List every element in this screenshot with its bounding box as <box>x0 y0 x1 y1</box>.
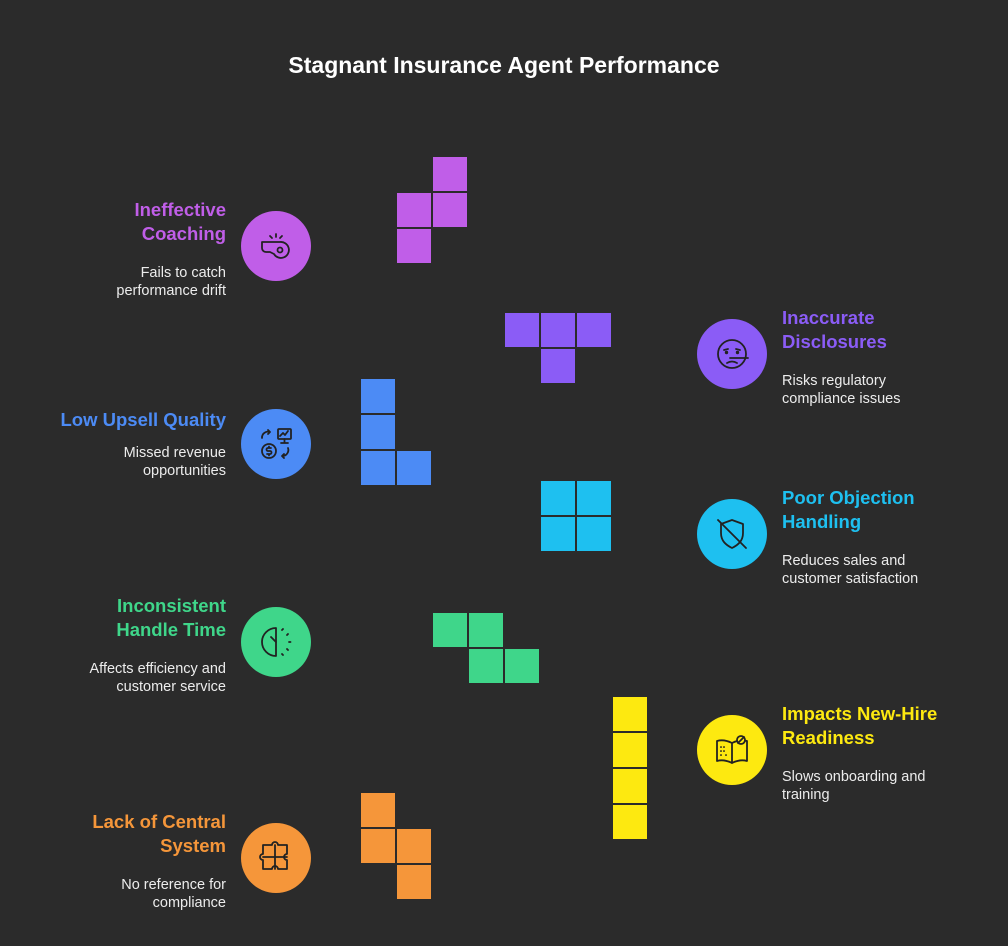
block <box>361 379 395 413</box>
block <box>433 157 467 191</box>
item-heading: Lack of Central System <box>92 811 226 856</box>
block <box>361 793 395 827</box>
block <box>433 193 467 227</box>
block <box>505 313 539 347</box>
block <box>469 649 503 683</box>
block <box>613 697 647 731</box>
objection-circle <box>697 499 767 569</box>
item-heading: Impacts New-Hire Readiness <box>782 703 938 748</box>
item-heading: Inconsistent Handle Time <box>116 595 226 640</box>
revenue-exchange-icon <box>261 428 292 459</box>
block <box>577 481 611 515</box>
block <box>613 769 647 803</box>
puzzle-icon <box>259 841 288 870</box>
block <box>613 805 647 839</box>
block <box>361 415 395 449</box>
shield-off-icon <box>717 519 747 549</box>
page-title: Stagnant Insurance Agent Performance <box>288 52 720 78</box>
item-description: Fails to catch performance drift <box>116 265 226 299</box>
block <box>361 451 395 485</box>
handle-time-circle <box>241 607 311 677</box>
upsell-circle <box>241 409 311 479</box>
item-description: Reduces sales and customer satisfaction <box>782 553 919 587</box>
block <box>433 613 467 647</box>
block <box>577 517 611 551</box>
block <box>361 829 395 863</box>
item-description: Slows onboarding and training <box>782 769 926 803</box>
block <box>397 193 431 227</box>
item-heading: Low Upsell Quality <box>60 409 227 430</box>
block <box>541 313 575 347</box>
item-description: Missed revenue opportunities <box>123 445 226 479</box>
block <box>541 481 575 515</box>
block <box>469 613 503 647</box>
block <box>397 229 431 263</box>
coaching-circle <box>241 211 311 281</box>
block <box>397 829 431 863</box>
new-hire-circle <box>697 715 767 785</box>
disclosures-circle <box>697 319 767 389</box>
item-description: Affects efficiency and customer service <box>89 661 227 695</box>
central-system-circle <box>241 823 311 893</box>
item-description: Risks regulatory compliance issues <box>782 373 901 407</box>
block <box>505 649 539 683</box>
block <box>541 517 575 551</box>
block <box>577 313 611 347</box>
item-heading: Inaccurate Disclosures <box>782 307 887 352</box>
open-book-icon <box>716 735 748 764</box>
block <box>397 451 431 485</box>
item-description: No reference for compliance <box>121 877 226 911</box>
block <box>541 349 575 383</box>
item-heading: Ineffective Coaching <box>134 199 226 244</box>
block <box>613 733 647 767</box>
whistle-icon <box>261 233 290 259</box>
block <box>397 865 431 899</box>
item-heading: Poor Objection Handling <box>782 487 915 532</box>
timer-icon <box>261 627 292 657</box>
lying-face-icon <box>717 339 749 369</box>
